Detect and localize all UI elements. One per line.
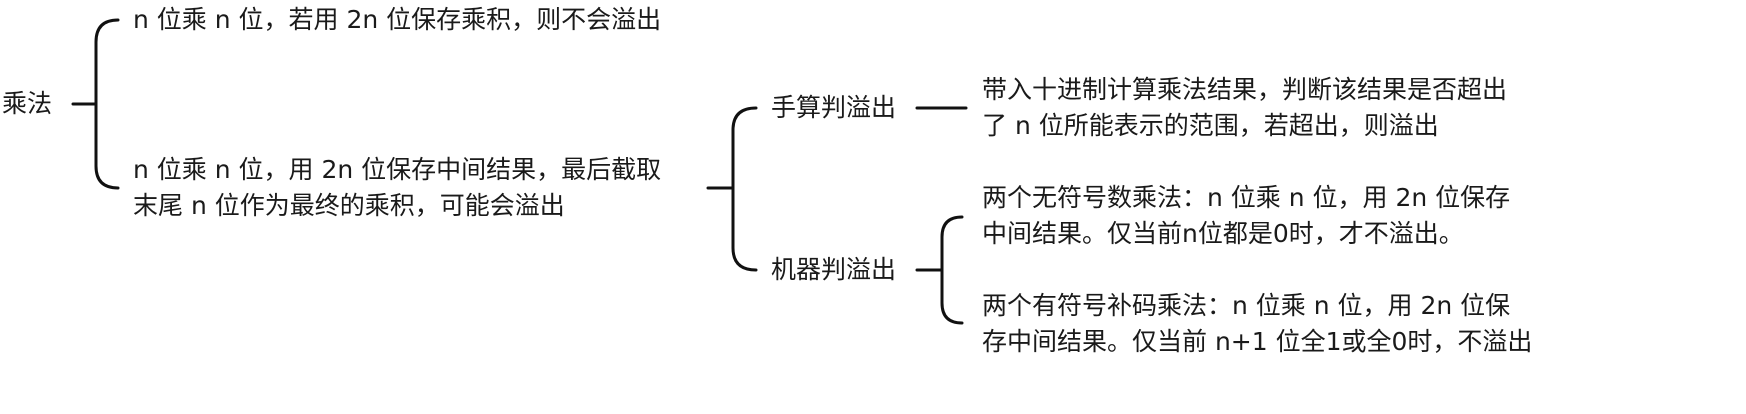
bracket-check <box>731 106 758 272</box>
node-unsigned: 两个无符号数乘法：n 位乘 n 位，用 2n 位保存 中间结果。仅当前n位都是0… <box>982 180 1510 252</box>
node-manual-detail-line-1: 带入十进制计算乘法结果，判断该结果是否超出 <box>982 75 1508 104</box>
node-truncate-line-1: n 位乘 n 位，用 2n 位保存中间结果，最后截取 <box>133 155 662 184</box>
node-machine-check: 机器判溢出 <box>771 255 897 284</box>
bracket-machine <box>940 215 964 325</box>
node-manual-detail-line-2: 了 n 位所能表示的范围，若超出，则溢出 <box>982 111 1439 140</box>
node-root: 乘法 <box>2 89 53 118</box>
node-manual-check: 手算判溢出 <box>771 93 897 122</box>
node-unsigned-line-2: 中间结果。仅当前n位都是0时，才不溢出。 <box>982 219 1464 248</box>
node-no-overflow: n 位乘 n 位，若用 2n 位保存乘积，则不会溢出 <box>133 5 662 34</box>
node-truncate: n 位乘 n 位，用 2n 位保存中间结果，最后截取 末尾 n 位作为最终的乘积… <box>133 152 661 224</box>
node-signed-line-1: 两个有符号补码乘法：n 位乘 n 位，用 2n 位保 <box>982 291 1511 320</box>
node-signed: 两个有符号补码乘法：n 位乘 n 位，用 2n 位保 存中间结果。仅当前 n+1… <box>982 288 1532 360</box>
node-unsigned-line-1: 两个无符号数乘法：n 位乘 n 位，用 2n 位保存 <box>982 183 1511 212</box>
node-manual-detail: 带入十进制计算乘法结果，判断该结果是否超出 了 n 位所能表示的范围，若超出，则… <box>982 72 1507 144</box>
bracket-root <box>94 18 120 190</box>
node-signed-line-2: 存中间结果。仅当前 n+1 位全1或全0时，不溢出 <box>982 327 1533 356</box>
node-truncate-line-2: 末尾 n 位作为最终的乘积，可能会溢出 <box>133 191 565 220</box>
